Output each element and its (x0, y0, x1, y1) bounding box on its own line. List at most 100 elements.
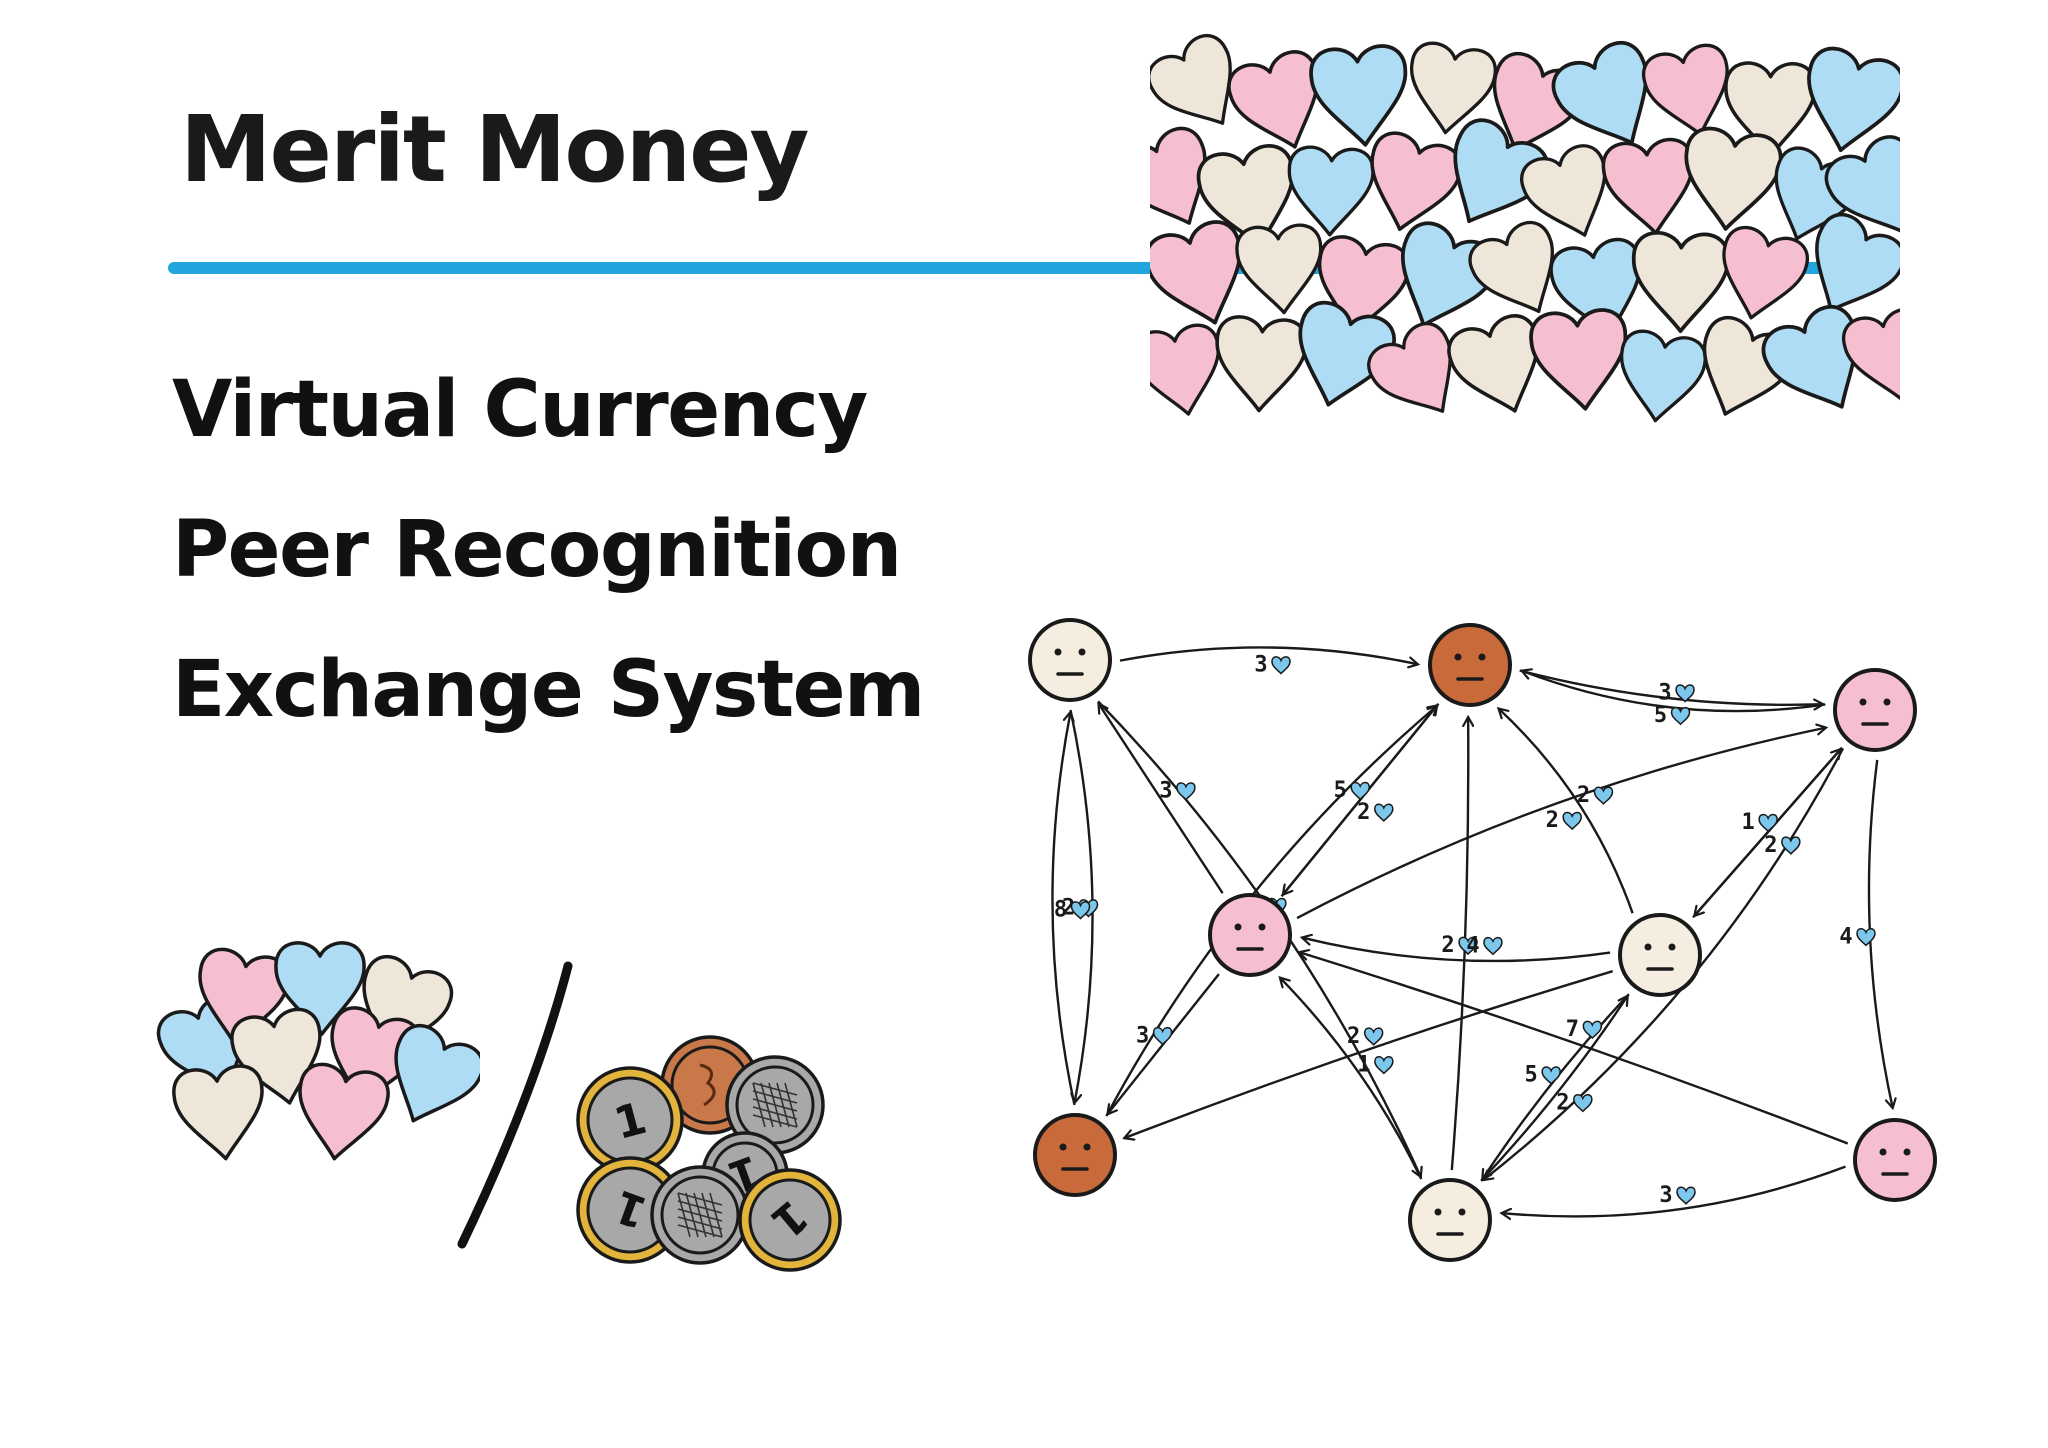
exchange-arrow (1051, 712, 1076, 1106)
small-heart-token-pile-illustration (157, 941, 480, 1161)
heart-token (1409, 41, 1497, 135)
heart-token (172, 1064, 264, 1161)
bullet-list: Virtual Currency Peer Recognition Exchan… (172, 340, 925, 760)
heart-token (1298, 301, 1396, 407)
edge-label-value: 1 (1742, 810, 1755, 835)
person-face-icon (1028, 618, 1112, 702)
heart-icon (1758, 813, 1778, 833)
exchange-arrow (1692, 749, 1841, 919)
edge-label: 2 (1357, 800, 1394, 825)
edge-label-value: 5 (1334, 778, 1347, 803)
person-face-icon (1853, 1118, 1937, 1202)
edge-label-value: 2 (1347, 1024, 1360, 1049)
edge-label: 7 (1566, 1017, 1603, 1042)
heart-token (230, 1007, 322, 1105)
edge-label: 2 (1546, 808, 1582, 833)
bullet-exchange-system: Exchange System (172, 645, 925, 735)
edge-label-value: 5 (1654, 703, 1667, 728)
heart-token (274, 941, 366, 1036)
exchange-arrow (1280, 978, 1423, 1180)
heart-icon (1856, 928, 1876, 947)
edge-label-value: 7 (1566, 1017, 1579, 1042)
exchange-arrow (1098, 704, 1224, 894)
edge-label: 2 (1441, 933, 1478, 958)
exchange-arrow (1480, 996, 1628, 1182)
peer-exchange-network-diagram: 3352832522212242223145753 (1028, 618, 1937, 1262)
heart-token (1287, 145, 1375, 237)
edge-label: 1 (1357, 1052, 1394, 1077)
edge-label-value: 3 (1658, 681, 1671, 706)
edge-label-value: 1 (1357, 1052, 1370, 1077)
edge-label: 2 (1347, 1024, 1384, 1049)
coin: 1 (576, 1066, 684, 1174)
heart-token-pile-illustration (1150, 34, 1900, 423)
heart-token (1235, 223, 1323, 315)
heart-token (1150, 220, 1242, 325)
person-face-icon (1408, 1178, 1492, 1262)
heart-token (1227, 50, 1319, 149)
heart-token (1631, 231, 1730, 333)
edge-label-value: 5 (1525, 1063, 1538, 1088)
edge-label-value: 8 (1054, 898, 1067, 923)
heart-token (1447, 314, 1539, 413)
person-face-icon (1208, 893, 1292, 977)
edge-label: 4 (1839, 924, 1876, 949)
heart-icon (1541, 1066, 1561, 1085)
exchange-arrow (1498, 708, 1634, 914)
exchange-arrow (1124, 970, 1614, 1138)
heart-token (1309, 44, 1408, 147)
person-face-icon (1833, 668, 1917, 752)
coin (725, 1055, 825, 1155)
network-nodes (1028, 618, 1937, 1262)
coin: 1 (738, 1168, 842, 1272)
heart-token (1468, 220, 1555, 314)
page-title: Merit Money (180, 96, 809, 203)
heart-token (1150, 34, 1232, 125)
edge-label-value: 2 (1764, 833, 1777, 858)
coin (650, 1165, 750, 1265)
heart-icon (1582, 1020, 1603, 1040)
edge-label-value: 4 (1466, 933, 1479, 958)
edge-label: 5 (1654, 703, 1691, 728)
edge-label-value: 3 (1136, 1023, 1149, 1048)
edge-label: 2 (1556, 1090, 1593, 1115)
heart-icon (1070, 901, 1091, 920)
heart-icon (1676, 1186, 1696, 1205)
heart-token (1601, 137, 1695, 235)
edge-label: 3 (1254, 652, 1291, 677)
heart-icon (1374, 803, 1394, 822)
edge-label: 3 (1658, 681, 1695, 706)
slash-divider-illustration (457, 961, 573, 1249)
exchange-arrow (1502, 1165, 1846, 1217)
heart-icon (1350, 781, 1370, 801)
edge-label: 3 (1136, 1023, 1173, 1048)
exchange-arrow (1280, 705, 1438, 897)
bullet-peer-recognition: Peer Recognition (172, 505, 902, 595)
exchange-arrow (1522, 671, 1826, 713)
heart-icon (1483, 936, 1503, 956)
heart-token (1684, 126, 1783, 231)
heart-token (1761, 304, 1858, 409)
edge-label-value: 2 (1441, 933, 1454, 958)
heart-token (394, 1023, 480, 1123)
edge-label: 3 (1159, 779, 1196, 804)
heart-icon (1573, 1093, 1593, 1113)
edge-label: 4 (1466, 933, 1503, 958)
edge-label-value: 3 (1659, 1183, 1672, 1208)
heart-icon (1593, 786, 1614, 805)
edge-label-value: 2 (1546, 808, 1559, 833)
edge-label-value: 2 (1062, 895, 1075, 920)
heart-token (1215, 315, 1308, 413)
heart-token (1520, 144, 1607, 237)
exchange-arrow (1119, 646, 1418, 664)
person-face-icon (1618, 913, 1702, 997)
heart-token (1824, 135, 1900, 233)
heart-icon (1562, 811, 1582, 831)
heart-token (1529, 308, 1628, 411)
person-face-icon (1033, 1113, 1117, 1197)
exchange-arrow (1482, 993, 1630, 1179)
heart-icon (1176, 782, 1196, 801)
exchange-arrow (1296, 728, 1826, 920)
heart-icon (1675, 684, 1695, 703)
